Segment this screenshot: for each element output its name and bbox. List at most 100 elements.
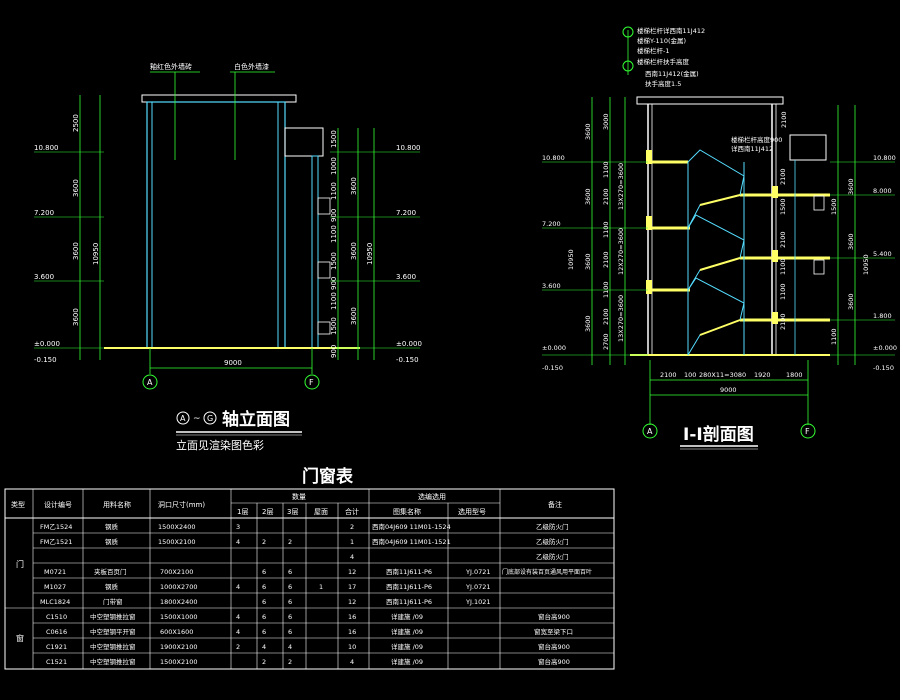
elevation-level-right: 7.200 <box>396 209 416 217</box>
section-dim-left: 3600 <box>584 315 592 332</box>
cell-code: C1521 <box>46 658 67 666</box>
cell-size: 1000X2700 <box>160 583 198 591</box>
section-dim-stair: 2700 <box>602 333 610 350</box>
cell-qty: 6 <box>288 583 292 591</box>
elevation-dim-left: 3600 <box>72 179 80 197</box>
table-row: C1521 中空塑钢推拉窗 1500X2100 2 2 4 详建施 /09 窗台… <box>46 657 570 666</box>
section-dim-stair: 1100 <box>602 221 610 238</box>
cell-atlas: 详建施 /09 <box>391 612 423 621</box>
elevation-title-axis-start: A <box>180 414 186 423</box>
cell-qty: 16 <box>348 628 356 636</box>
cell-atlas: 西南11J611-P6 <box>386 597 432 606</box>
section-roof-dim: 2100 <box>780 111 788 128</box>
elevation-drawing <box>34 71 420 390</box>
section-bottom-dim: 1800 <box>786 371 803 379</box>
cell-model: YJ.0721 <box>465 583 491 591</box>
section-note: 楼梯Y-110(金属) <box>637 36 686 45</box>
cell-qty: 2 <box>262 538 266 546</box>
schedule-table: 门窗表 <box>4 466 615 670</box>
cell-atlas: 详建施 /09 <box>391 657 423 666</box>
elevation-callout-right: 白色外墙漆 <box>234 62 269 71</box>
cell-note: 乙级防火门 <box>536 537 569 546</box>
schedule-header-qty-floor: 2层 <box>262 508 273 516</box>
table-row: C1921 中空塑钢推拉窗 1900X2100 2 4 4 10 详建施 /09… <box>46 642 570 651</box>
elevation-level-right: ±0.000 <box>396 340 422 348</box>
elevation-dim-left: 3600 <box>72 308 80 326</box>
cell-qty: 6 <box>288 613 292 621</box>
cell-note: 窗宽至梁下口 <box>534 627 573 636</box>
schedule-header-qty-floor: 1层 <box>237 508 248 516</box>
elevation-level-left: -0.150 <box>34 356 57 364</box>
section-callout: 详西南11J412 <box>731 144 773 153</box>
table-row: M0721 夹板百页门 700X2100 6 6 12 西南11J611-P6 … <box>44 567 592 576</box>
schedule-header: 类型 设计编号 用料名称 洞口尺寸(mm) 数量 1层 2层 3层 屋面 合计 … <box>11 492 562 516</box>
elevation-title-block: A ~ G 轴立面图 立面见渲染图色彩 <box>176 409 302 452</box>
section-level-right: ±0.000 <box>873 344 897 352</box>
elevation-dim-right: 900 <box>330 209 338 222</box>
elevation-level-right: -0.150 <box>396 356 419 364</box>
section-level-right: 1.800 <box>873 312 892 320</box>
section-note: 楼梯栏杆-1 <box>637 46 669 55</box>
schedule-header-size: 洞口尺寸(mm) <box>158 500 205 509</box>
cell-code: C1510 <box>46 613 67 621</box>
section-dim-right-total: 10950 <box>862 254 870 275</box>
cell-size: 1800X2400 <box>160 598 198 606</box>
cell-qty: 10 <box>348 643 356 651</box>
elevation-level-left: 10.800 <box>34 144 59 152</box>
elevation-level-right: 3.600 <box>396 273 416 281</box>
cell-atlas: 详建施 /09 <box>391 642 423 651</box>
cell-code: M0721 <box>44 568 66 576</box>
elevation-level-right: 10.800 <box>396 144 421 152</box>
cell-qty: 2 <box>262 658 266 666</box>
elevation-dim-right: 1500 <box>330 130 338 148</box>
cell-material: 钢质 <box>105 537 119 546</box>
cell-code: C1921 <box>46 643 67 651</box>
section-note: 楼梯栏杆扶手高度 <box>637 57 690 66</box>
schedule-title: 门窗表 <box>302 466 354 487</box>
schedule-header-qty-floor: 3层 <box>287 508 298 516</box>
cell-material: 中空塑钢平开窗 <box>90 627 136 636</box>
section-dim-right: 1100 <box>779 258 787 275</box>
section-note: 西南11J412(金属) <box>645 69 699 78</box>
section-dim-stair-steps: 13X270=3600 <box>617 295 625 342</box>
cell-code: M1027 <box>44 583 66 591</box>
cell-qty: 6 <box>262 598 266 606</box>
cell-qty: 2 <box>350 523 354 531</box>
elevation-subtitle: 立面见渲染图色彩 <box>176 438 264 452</box>
schedule-header-qty-floor: 合计 <box>345 507 359 516</box>
section-dim-right: 1500 <box>779 198 787 215</box>
section-note: 扶手高度1.5 <box>645 79 681 88</box>
section-bottom-dim: 1920 <box>754 371 771 379</box>
section-level-right: 8.000 <box>873 187 892 195</box>
section-dim-stair: 2100 <box>602 188 610 205</box>
cell-atlas: 详建施 /09 <box>391 627 423 636</box>
elevation-dim-right-outer: 3600 <box>350 242 358 260</box>
cell-material: 钢质 <box>105 582 119 591</box>
cell-qty: 1 <box>319 583 323 591</box>
schedule-header-code: 设计编号 <box>44 500 72 509</box>
cell-model: YJ.1021 <box>465 598 491 606</box>
cell-qty: 4 <box>236 613 240 621</box>
section-level-left: -0.150 <box>542 364 563 372</box>
elevation-dim-right-outer: 3600 <box>350 177 358 195</box>
section-dim-left-total: 10950 <box>567 249 575 270</box>
elevation-axis-left: A <box>147 378 153 387</box>
elevation-dim-right: 900 <box>330 277 338 290</box>
elevation-dim-right: 1100 <box>330 292 338 310</box>
section-bottom-dim: 2100 <box>660 371 677 379</box>
cell-qty: 4 <box>236 628 240 636</box>
section-note: 楼梯栏杆详西南11J412 <box>637 26 705 35</box>
table-row: FM乙1524 钢质 1500X2400 3 2 西南04J609 11M01-… <box>40 522 569 531</box>
section-dim-stair: 2100 <box>602 308 610 325</box>
elevation-dim-right: 1000 <box>330 157 338 175</box>
table-row: 4 乙级防火门 <box>350 552 569 561</box>
section-dim-stair: 3000 <box>602 113 610 130</box>
section-dim-stair-steps: 12X270=3600 <box>617 228 625 275</box>
cell-note: 窗台高900 <box>538 642 570 651</box>
section-dim-right: 2100 <box>779 313 787 330</box>
elevation-dim-right-outer: 3600 <box>350 307 358 325</box>
elevation-axis-right: F <box>309 378 314 387</box>
cell-qty: 4 <box>262 643 266 651</box>
section-level-left: 10.800 <box>542 154 565 162</box>
schedule-header-ref: 选编选用 <box>418 492 446 501</box>
